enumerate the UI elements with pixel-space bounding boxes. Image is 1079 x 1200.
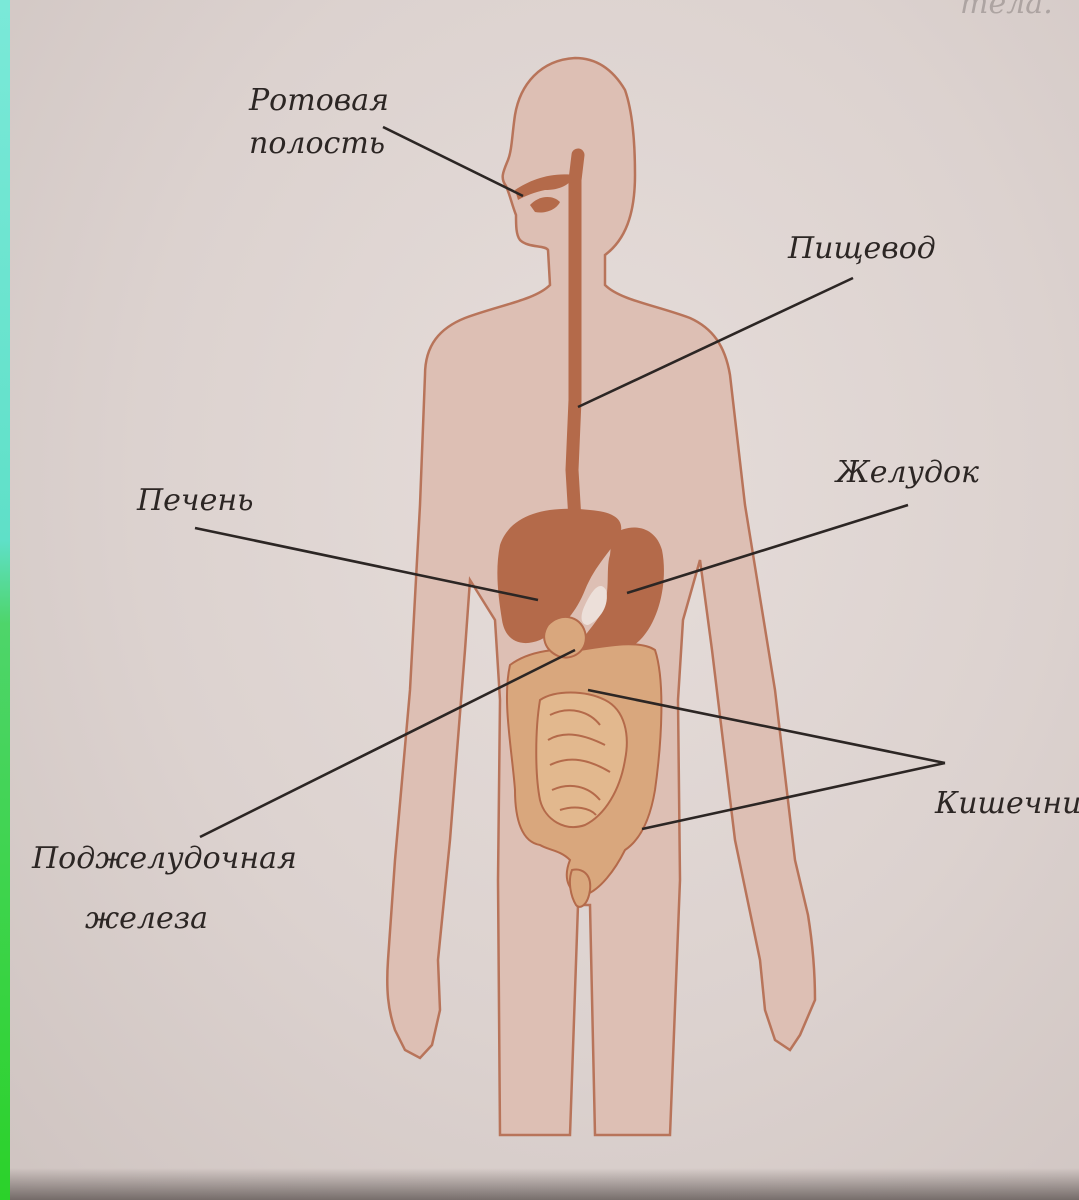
label-stomach: Желудок bbox=[834, 455, 979, 490]
label-esophagus: Пищевод bbox=[787, 231, 936, 266]
duodenum-curl bbox=[544, 617, 586, 658]
label-mouth-line1: Ротовая bbox=[248, 83, 389, 118]
label-pancreas-line2: железа bbox=[85, 901, 208, 936]
esophagus-tube bbox=[572, 155, 578, 520]
label-liver: Печень bbox=[136, 483, 253, 518]
label-mouth-line2: полость bbox=[249, 126, 385, 161]
leader-mouth bbox=[383, 127, 523, 196]
label-intestine: Кишечник bbox=[934, 786, 1079, 821]
rectum bbox=[570, 870, 590, 907]
leader-intestine-lower bbox=[642, 763, 945, 829]
page-bottom-shadow bbox=[10, 1168, 1079, 1200]
label-pancreas-line1: Поджелудочная bbox=[31, 841, 297, 876]
